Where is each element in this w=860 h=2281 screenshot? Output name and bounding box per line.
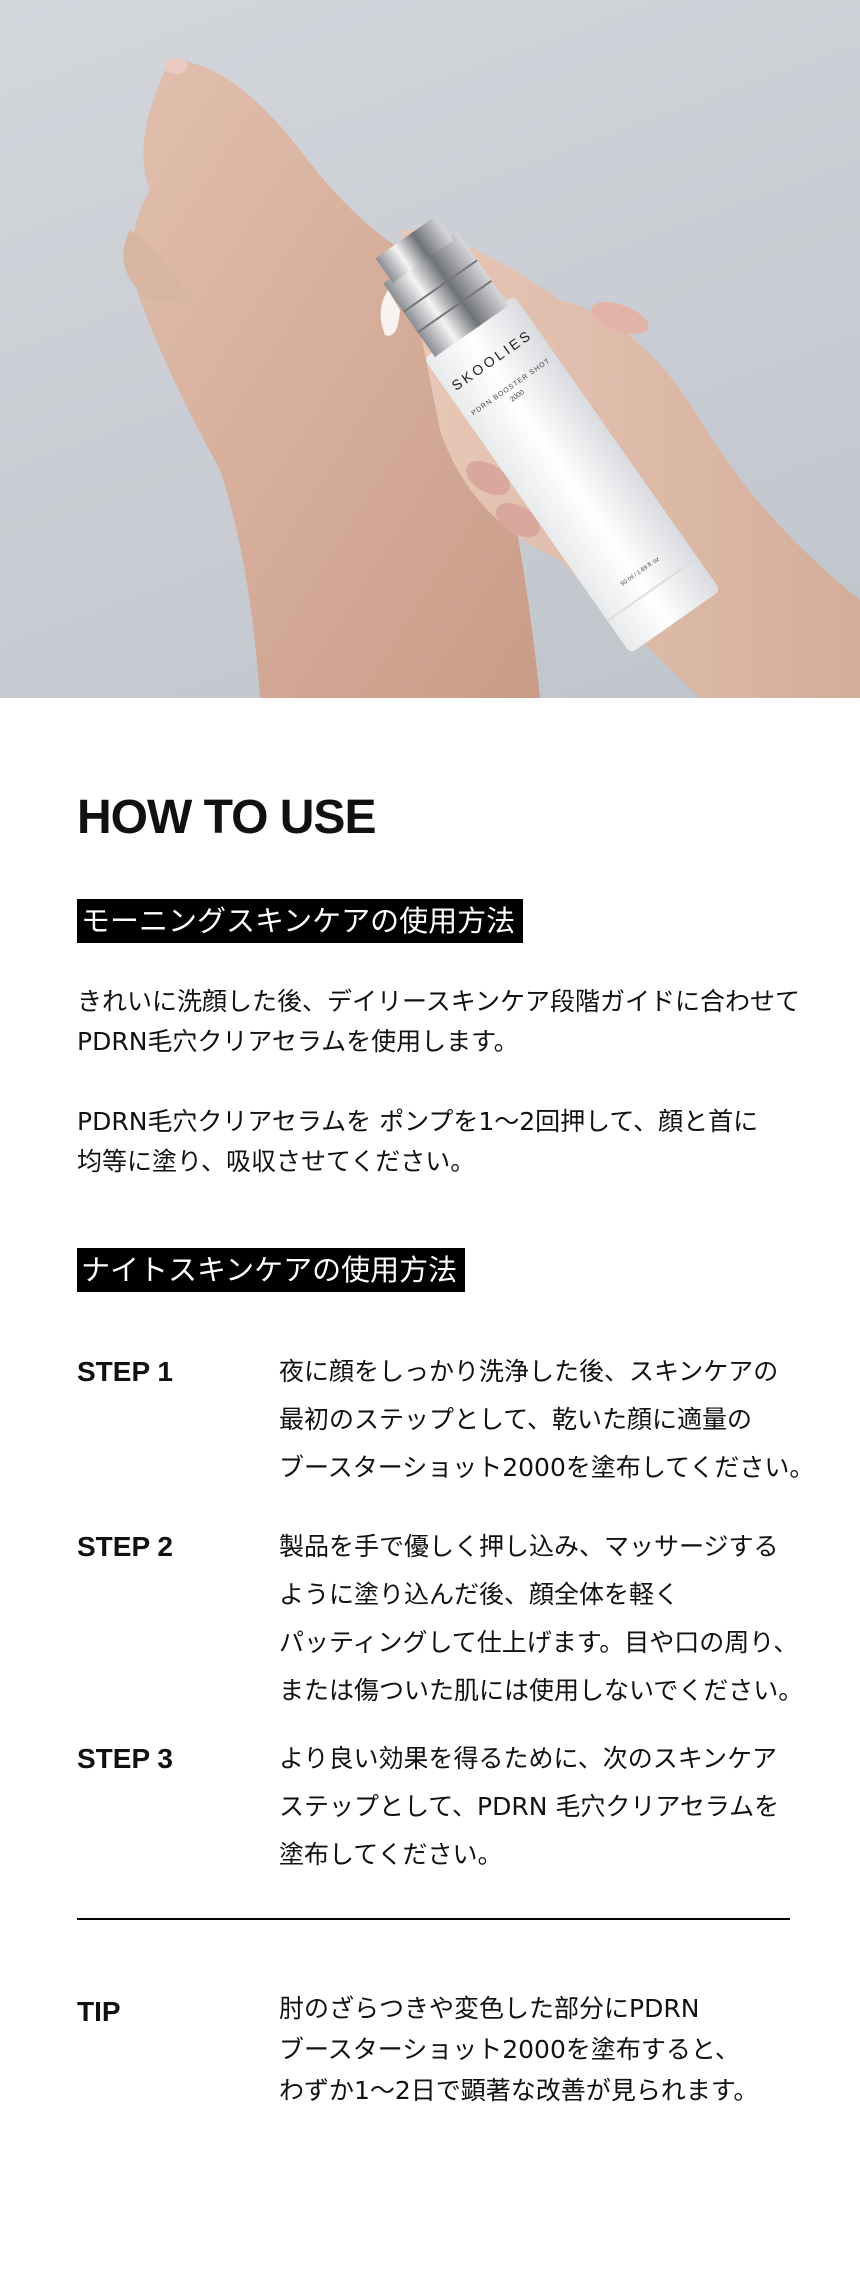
cream-drop <box>380 290 400 336</box>
morning-paragraph-1: きれいに洗顔した後、デイリースキンケア段階ガイドに合わせて PDRN毛穴クリアセ… <box>77 982 800 1062</box>
text-line: より良い効果を得るために、次のスキンケア <box>279 1744 778 1773</box>
tip-label: TIP <box>77 1996 121 2027</box>
text-line: ステップとして、PDRN 毛穴クリアセラムを <box>279 1792 780 1821</box>
text-line: PDRN毛穴クリアセラムを ポンプを1～2回押して、顔と首に <box>77 1107 759 1136</box>
step-1-label: STEP 1 <box>77 1356 173 1387</box>
text-line: 塗布してください。 <box>279 1840 503 1869</box>
text-line: PDRN毛穴クリアセラムを使用します。 <box>77 1027 519 1056</box>
text-line: ブースターショット2000を塗布してください。 <box>279 1453 815 1482</box>
text-line: 製品を手で優しく押し込み、マッサージする <box>279 1532 779 1561</box>
step-1-text: 夜に顔をしっかり洗浄した後、スキンケアの 最初のステップとして、乾いた顔に適量の… <box>279 1348 814 1492</box>
step-2-label: STEP 2 <box>77 1531 173 1562</box>
text-line: ように塗り込んだ後、顔全体を軽く <box>279 1580 680 1609</box>
text-line: わずか1～2日で顕著な改善が見られます。 <box>279 2076 759 2105</box>
morning-heading: モーニングスキンケアの使用方法 <box>77 899 524 943</box>
text-line: パッティングして仕上げます。目や口の周り、 <box>279 1628 799 1657</box>
text-line: 夜に顔をしっかり洗浄した後、スキンケアの <box>279 1357 779 1386</box>
section-divider <box>77 1918 790 1920</box>
night-heading: ナイトスキンケアの使用方法 <box>77 1248 466 1292</box>
step-2-text: 製品を手で優しく押し込み、マッサージする ように塗り込んだ後、顔全体を軽く パッ… <box>279 1523 803 1715</box>
tip-text: 肘のざらつきや変色した部分にPDRN ブースターショット2000を塗布すると、 … <box>279 1988 758 2111</box>
step-3-text: より良い効果を得るために、次のスキンケア ステップとして、PDRN 毛穴クリアセ… <box>279 1735 779 1879</box>
back-hand <box>132 60 540 698</box>
text-line: 最初のステップとして、乾いた顔に適量の <box>279 1405 753 1434</box>
text-line: ブースターショット2000を塗布すると、 <box>279 2035 740 2064</box>
text-line: 均等に塗り、吸収させてください。 <box>77 1147 476 1176</box>
page-title: HOW TO USE <box>77 791 376 844</box>
product-bottle: SKOOLIES PDRN BOOSTER SHOT 2000 50 ml / … <box>375 215 719 652</box>
text-line: 肘のざらつきや変色した部分にPDRN <box>279 1994 700 2023</box>
step-3-label: STEP 3 <box>77 1743 173 1774</box>
hand-with-bottle-illustration: SKOOLIES PDRN BOOSTER SHOT 2000 50 ml / … <box>123 58 860 698</box>
text-line: または傷ついた肌には使用しないでください。 <box>279 1676 804 1705</box>
morning-paragraph-2: PDRN毛穴クリアセラムを ポンプを1～2回押して、顔と首に 均等に塗り、吸収さ… <box>77 1102 758 1182</box>
product-photo: SKOOLIES PDRN BOOSTER SHOT 2000 50 ml / … <box>0 0 860 698</box>
text-line: きれいに洗顔した後、デイリースキンケア段階ガイドに合わせて <box>77 987 801 1016</box>
